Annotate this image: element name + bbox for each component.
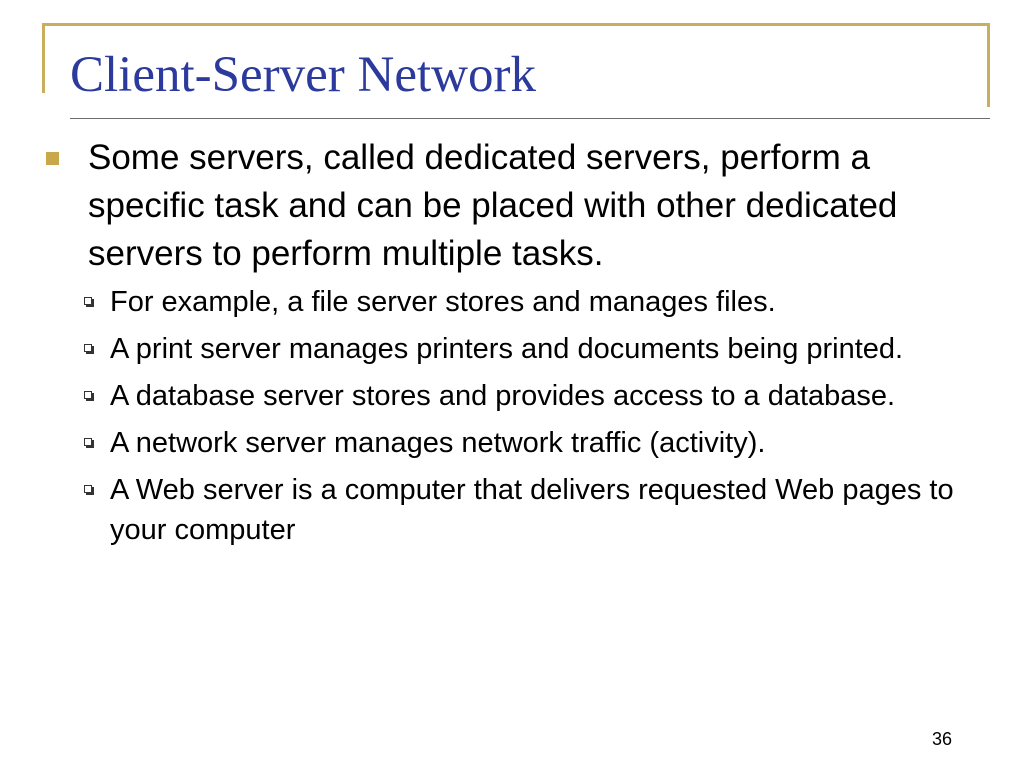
hollow-square-bullet-icon xyxy=(84,438,92,446)
title-underline xyxy=(70,118,990,119)
frame-top-line xyxy=(42,23,990,26)
hollow-square-bullet-icon xyxy=(84,485,92,493)
square-bullet-icon xyxy=(46,152,59,165)
sub-bullet: A database server stores and provides ac… xyxy=(84,376,980,416)
hollow-square-bullet-icon xyxy=(84,297,92,305)
sub-bullet-text: A print server manages printers and docu… xyxy=(110,333,904,365)
sub-bullet: A Web server is a computer that delivers… xyxy=(84,470,980,550)
page-number: 36 xyxy=(931,729,952,749)
sub-bullet-list: For example, a file server stores and ma… xyxy=(40,282,980,550)
main-bullet-text: Some servers, called dedicated servers, … xyxy=(88,138,898,273)
frame-left-line xyxy=(42,23,45,93)
sub-bullet-text: For example, a file server stores and ma… xyxy=(110,286,776,318)
sub-bullet: For example, a file server stores and ma… xyxy=(84,282,980,322)
sub-bullet-text: A database server stores and provides ac… xyxy=(110,380,896,412)
slide-content: Some servers, called dedicated servers, … xyxy=(40,134,980,557)
hollow-square-bullet-icon xyxy=(84,344,92,352)
hollow-square-bullet-icon xyxy=(84,391,92,399)
slide-title: Client-Server Network xyxy=(70,47,536,103)
frame-right-line xyxy=(987,23,990,107)
sub-bullet: A network server manages network traffic… xyxy=(84,423,980,463)
sub-bullet-text: A Web server is a computer that delivers… xyxy=(110,474,954,546)
sub-bullet-text: A network server manages network traffic… xyxy=(110,427,766,459)
sub-bullet: A print server manages printers and docu… xyxy=(84,329,980,369)
main-bullet: Some servers, called dedicated servers, … xyxy=(40,134,980,278)
